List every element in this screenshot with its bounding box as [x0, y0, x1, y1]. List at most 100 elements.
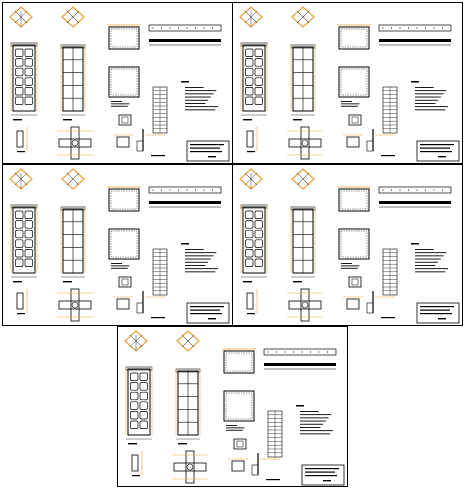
notes-block	[415, 87, 448, 111]
door-panel	[130, 382, 139, 391]
frame-section-mid	[338, 228, 370, 260]
schedule-table	[267, 410, 283, 458]
door-panel	[24, 48, 33, 57]
detail-cross	[172, 450, 208, 484]
door-panel	[254, 77, 263, 86]
schedule-table	[382, 86, 398, 134]
section-notes	[111, 101, 130, 107]
door-elevation-glazed	[290, 206, 316, 283]
door-panel	[254, 220, 263, 229]
notes-title-bar	[411, 243, 419, 245]
notes-block	[185, 249, 218, 273]
plan-diamond-2	[291, 168, 315, 190]
door-panel	[254, 258, 263, 267]
frame-section-top	[107, 24, 141, 50]
door-panel	[245, 210, 254, 219]
door-panel	[130, 391, 139, 401]
plan-diamond-1	[124, 330, 148, 352]
door-panel	[24, 220, 33, 229]
title-block	[186, 302, 230, 324]
door-elevation-panelled	[240, 42, 268, 121]
frame-section-mid	[223, 390, 255, 422]
detail-cross	[57, 126, 93, 160]
drawing-sheet-1	[2, 2, 233, 164]
door-panel	[130, 411, 139, 420]
detail-jamb	[246, 127, 258, 153]
door-panel	[24, 210, 33, 219]
detail-hinge	[228, 438, 248, 472]
detail-threshold	[136, 129, 165, 157]
door-panel	[24, 67, 33, 77]
frame-section-top	[107, 186, 141, 212]
detail-threshold	[136, 291, 165, 319]
door-panel	[24, 258, 33, 267]
schedule-table	[152, 86, 168, 134]
door-panel	[15, 67, 24, 77]
detail-threshold	[366, 291, 395, 319]
door-panel	[254, 249, 263, 258]
section-notes	[111, 263, 130, 269]
plan-diamond-2	[176, 330, 200, 352]
header-strip	[263, 348, 337, 370]
caption-bar	[293, 119, 302, 121]
notes-block	[185, 87, 218, 111]
door-panel	[15, 210, 24, 219]
door-panel	[139, 382, 148, 391]
notes-block	[300, 411, 333, 435]
door-panel	[130, 420, 139, 429]
door-elevation-glazed	[60, 44, 86, 121]
detail-hinge	[343, 276, 363, 310]
door-panel	[254, 210, 263, 219]
plan-diamond-1	[239, 6, 263, 28]
door-panel	[130, 401, 139, 410]
notes-title-bar	[181, 81, 189, 83]
notes-title-bar	[411, 81, 419, 83]
title-block	[416, 140, 460, 162]
door-panel	[254, 48, 263, 57]
door-panel	[245, 229, 254, 239]
detail-jamb	[16, 289, 28, 315]
door-elevation-panelled	[240, 204, 268, 283]
door-panel	[139, 401, 148, 410]
door-panel	[245, 239, 254, 248]
caption-bar	[13, 119, 22, 121]
caption-bar	[293, 281, 302, 283]
door-panel	[245, 87, 254, 96]
door-panel	[254, 239, 263, 248]
notes-block	[415, 249, 448, 273]
door-elevation-panelled	[125, 366, 153, 445]
door-elevation-panelled	[10, 42, 38, 121]
door-panel	[130, 372, 139, 381]
frame-section-top	[337, 186, 371, 212]
door-elevation-glazed	[175, 368, 201, 445]
detail-threshold	[366, 129, 395, 157]
door-panel	[245, 96, 254, 105]
door-panel	[254, 229, 263, 239]
door-panel	[139, 391, 148, 401]
door-panel	[254, 67, 263, 77]
door-panel	[139, 372, 148, 381]
detail-hinge	[113, 114, 133, 148]
door-panel	[24, 96, 33, 105]
title-block	[416, 302, 460, 324]
door-panel	[24, 77, 33, 86]
door-elevation-panelled	[10, 204, 38, 283]
sheet-2-drawing	[239, 6, 460, 162]
detail-jamb	[16, 127, 28, 153]
plan-diamond-2	[61, 168, 85, 190]
drawing-sheet-2	[232, 2, 463, 164]
frame-section-top	[222, 348, 256, 374]
caption-bar	[243, 119, 252, 121]
section-notes	[341, 101, 360, 107]
frame-section-mid	[108, 228, 140, 260]
detail-jamb	[131, 451, 143, 477]
plan-diamond-1	[239, 168, 263, 190]
door-panel	[15, 249, 24, 258]
caption-bar	[13, 281, 22, 283]
caption-bar	[63, 281, 72, 283]
door-panel	[254, 96, 263, 105]
schedule-table	[152, 248, 168, 296]
caption-bar	[243, 281, 252, 283]
door-elevation-glazed	[290, 44, 316, 121]
